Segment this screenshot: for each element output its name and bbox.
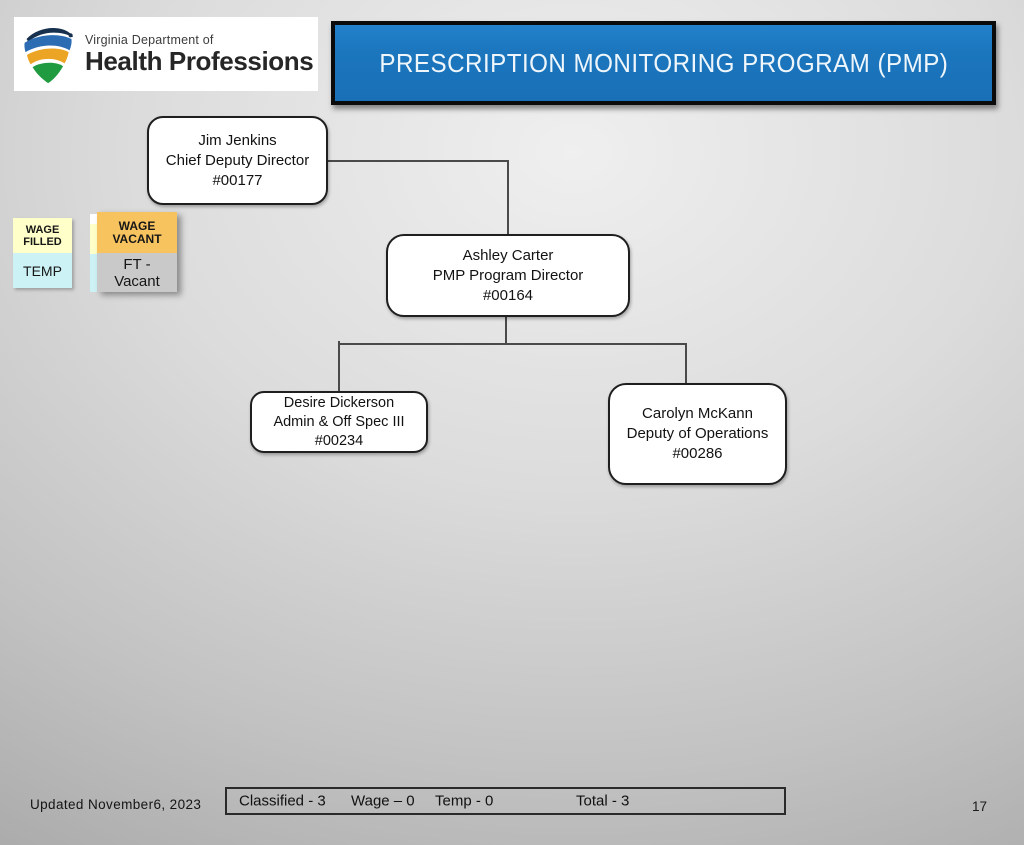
legend-wage-vacant-line2: VACANT <box>112 231 162 246</box>
legend-wage-filled-line2: FILLED <box>23 235 62 248</box>
position-number: #00234 <box>314 432 364 449</box>
summary-temp: Temp - 0 <box>435 792 494 810</box>
summary-wage: Wage – 0 <box>351 792 415 810</box>
page-number: 17 <box>972 799 988 814</box>
legend-wage-vacant-line1: WAGE <box>118 218 156 233</box>
org-node-carolyn-mckann: Carolyn McKann Deputy of Operations #002… <box>608 383 787 485</box>
health-professions-shield-icon <box>24 27 73 84</box>
person-name: Jim Jenkins <box>198 131 277 149</box>
legend-ft-vacant-line2: Vacant <box>114 272 160 290</box>
person-title: Deputy of Operations <box>626 425 769 442</box>
vdhp-logo: Virginia Department of Health Profession… <box>14 17 318 91</box>
legend-wage-filled-line1: WAGE <box>25 223 60 236</box>
slide-title-banner: PRESCRIPTION MONITORING PROGRAM (PMP) <box>331 21 996 105</box>
connector-jim-to-ashley-vertical <box>507 160 509 235</box>
legend-wage-filled: WAGE FILLED <box>13 218 72 253</box>
updated-date-label: Updated November6, 2023 <box>30 797 202 812</box>
legend-temp: TEMP <box>13 253 72 288</box>
org-node-desire-dickerson: Desire Dickerson Admin & Off Spec III #0… <box>250 391 428 453</box>
person-name: Desire Dickerson <box>283 394 395 411</box>
person-title: Chief Deputy Director <box>165 151 310 169</box>
summary-total: Total - 3 <box>576 792 630 810</box>
legend-wage-vacant: WAGE VACANT <box>97 212 177 253</box>
legend-temp-label: TEMP <box>23 262 62 279</box>
connector-to-desire <box>338 341 340 392</box>
position-number: #00164 <box>482 286 534 304</box>
org-node-ashley-carter: Ashley Carter PMP Program Director #0016… <box>386 234 630 317</box>
connector-ashley-down <box>505 316 507 345</box>
connector-children-horizontal <box>339 343 687 345</box>
person-name: Carolyn McKann <box>642 405 753 422</box>
legend-wage-filled-temp: WAGE FILLED TEMP <box>13 218 72 288</box>
connector-to-carolyn <box>685 343 687 384</box>
legend-ft-vacant-line1: FT - <box>123 255 151 273</box>
logo-text-large: Health Professions <box>85 46 314 77</box>
legend-ft-vacant: FT - Vacant <box>97 253 177 292</box>
logo-text-small: Virginia Department of <box>85 32 214 47</box>
connector-jim-to-ashley-horizontal <box>328 160 508 162</box>
position-number: #00286 <box>672 445 723 462</box>
position-number: #00177 <box>212 171 263 189</box>
person-title: Admin & Off Spec III <box>273 413 405 430</box>
staff-summary-box: Classified - 3 Wage – 0 Temp - 0 Total -… <box>225 787 786 815</box>
person-title: PMP Program Director <box>432 266 584 284</box>
org-node-jim-jenkins: Jim Jenkins Chief Deputy Director #00177 <box>147 116 328 205</box>
slide-title: PRESCRIPTION MONITORING PROGRAM (PMP) <box>379 47 948 78</box>
person-name: Ashley Carter <box>462 246 554 264</box>
legend-wage-vacant-ft: WAGE VACANT FT - Vacant <box>97 212 177 292</box>
summary-classified: Classified - 3 <box>239 792 326 810</box>
